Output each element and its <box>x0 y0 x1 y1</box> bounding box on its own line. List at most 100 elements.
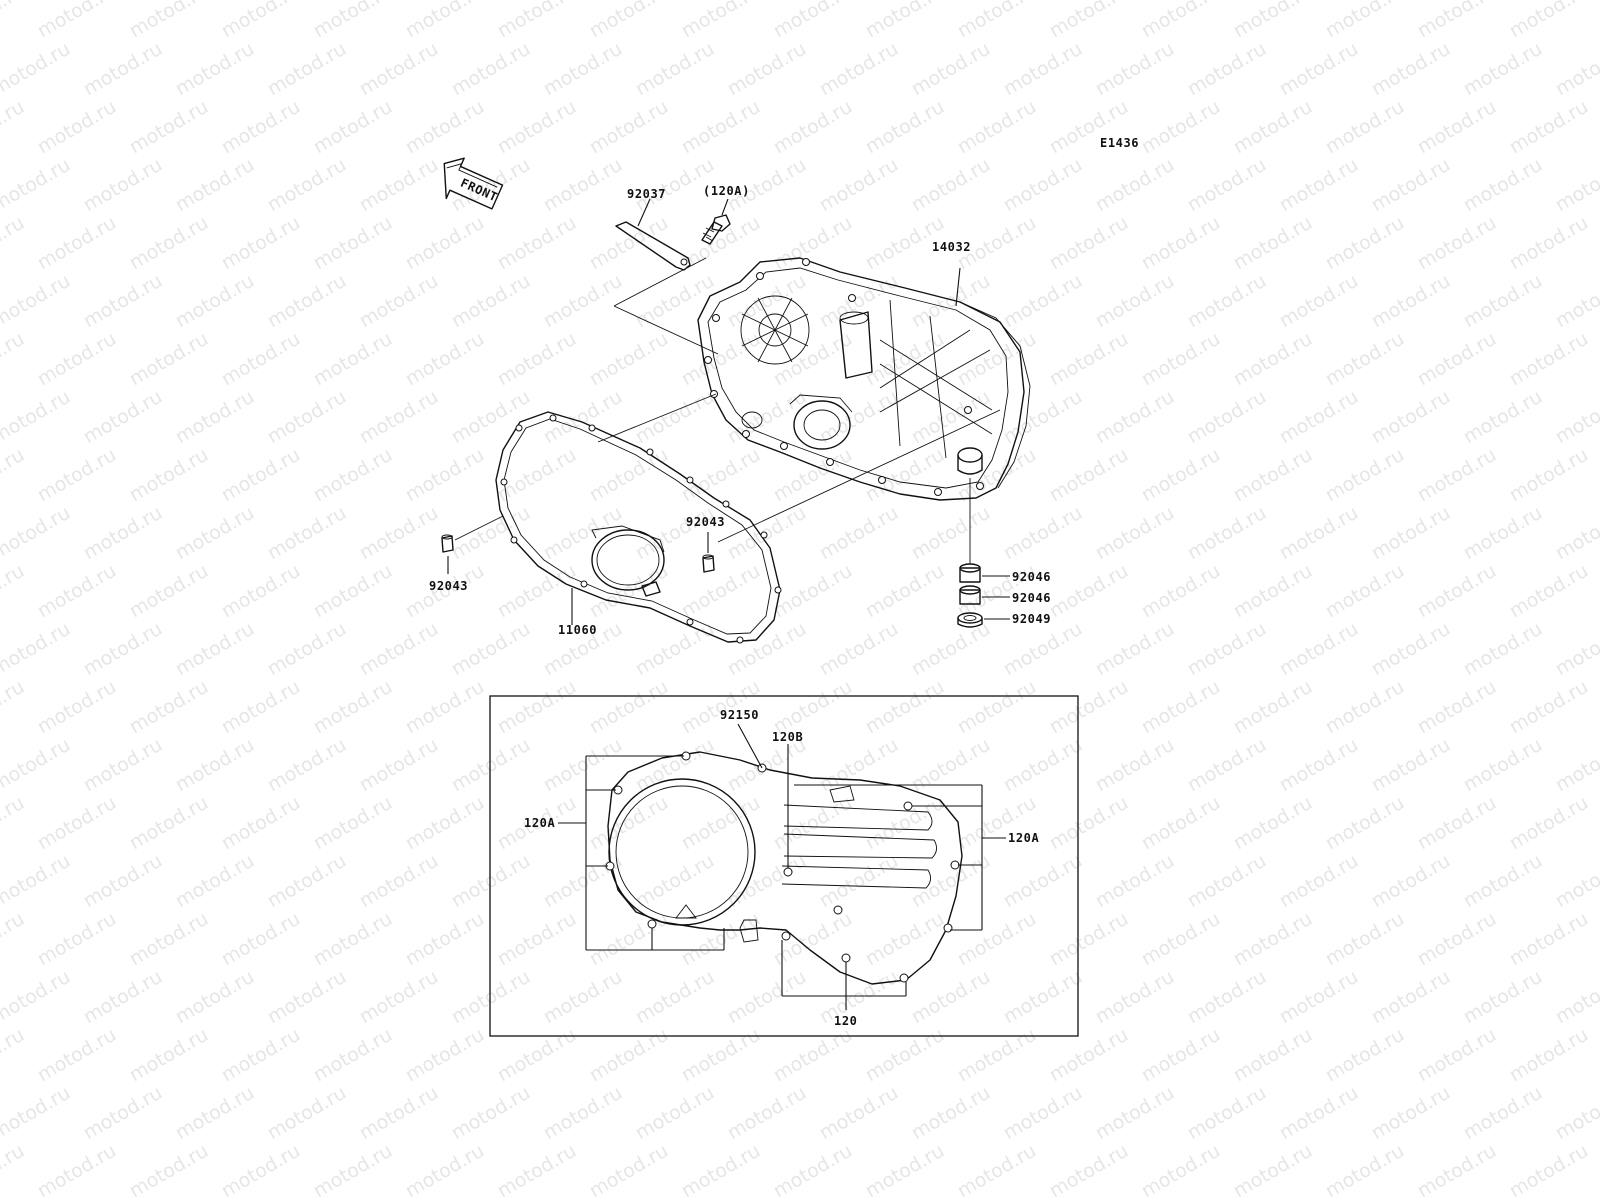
watermark-text: motod.ru <box>1000 38 1086 101</box>
dowel-pin-92043-mid <box>702 532 715 573</box>
watermark-text: motod.ru <box>1138 0 1224 42</box>
watermark-text: motod.ru <box>0 734 74 797</box>
watermark-text: motod.ru <box>264 38 350 101</box>
watermark-text: motod.ru <box>1138 676 1224 739</box>
watermark-text: motod.ru <box>724 386 810 449</box>
watermark-text: motod.ru <box>724 966 810 1029</box>
watermark-text: motod.ru <box>862 560 948 623</box>
watermark-text: motod.ru <box>1368 386 1454 449</box>
watermark-text: motod.ru <box>1460 618 1546 681</box>
leader-line <box>597 393 717 443</box>
watermark-text: motod.ru <box>356 734 442 797</box>
watermark-text: motod.ru <box>356 850 442 913</box>
watermark-text: motod.ru <box>1092 850 1178 913</box>
watermark-text: motod.ru <box>678 792 764 855</box>
watermark-text: motod.ru <box>494 908 580 971</box>
watermark-text: motod.ru <box>0 850 74 913</box>
watermark-text: motod.ru <box>1506 0 1592 42</box>
watermark-text: motod.ru <box>1460 734 1546 797</box>
watermark-text: motod.ru <box>1506 1024 1592 1087</box>
watermark-text: motod.ru <box>1322 0 1408 42</box>
watermark-text: motod.ru <box>1230 676 1316 739</box>
watermark-text: motod.ru <box>632 38 718 101</box>
watermark-text: motod.ru <box>586 676 672 739</box>
watermark-text: motod.ru <box>310 676 396 739</box>
watermark-text: motod.ru <box>310 96 396 159</box>
watermark-text: motod.ru <box>494 1024 580 1087</box>
watermark-text: motod.ru <box>1092 966 1178 1029</box>
watermark-text: motod.ru <box>0 1082 74 1145</box>
watermark-text: motod.ru <box>1046 908 1132 971</box>
watermark-text: motod.ru <box>678 96 764 159</box>
diagram-code: E1436 <box>1100 136 1139 150</box>
watermark-text: motod.ru <box>1184 618 1270 681</box>
watermark-text: motod.ru <box>1276 270 1362 333</box>
watermark-text: motod.ru <box>770 676 856 739</box>
watermark-text: motod.ru <box>1368 734 1454 797</box>
watermark-text: motod.ru <box>586 1024 672 1087</box>
watermark-text: motod.ru <box>0 676 28 739</box>
watermark-text: motod.ru <box>0 212 28 275</box>
watermark-text: motod.ru <box>954 444 1040 507</box>
label-120: 120 <box>834 1014 857 1028</box>
watermark-text: motod.ru <box>310 212 396 275</box>
watermark-text: motod.ru <box>34 444 120 507</box>
watermark-text: motod.ru <box>0 1024 28 1087</box>
watermark-text: motod.ru <box>586 212 672 275</box>
watermark-text: motod.ru <box>1000 502 1086 565</box>
watermark-text: motod.ru <box>1184 966 1270 1029</box>
watermark-text: motod.ru <box>908 734 994 797</box>
watermark-text: motod.ru <box>1046 1140 1132 1200</box>
watermark-text: motod.ru <box>1138 1024 1224 1087</box>
watermark-text: motod.ru <box>770 1140 856 1200</box>
watermark-text: motod.ru <box>1322 560 1408 623</box>
label-11060: 11060 <box>558 623 597 637</box>
watermark-text: motod.ru <box>34 1024 120 1087</box>
watermark-text: motod.ru <box>1092 734 1178 797</box>
watermark-text: motod.ru <box>1000 618 1086 681</box>
watermark-text: motod.ru <box>494 212 580 275</box>
watermark-text: motod.ru <box>862 676 948 739</box>
watermark-text: motod.ru <box>1552 966 1600 1029</box>
bolt-120A <box>701 198 731 245</box>
watermark-text: motod.ru <box>126 212 212 275</box>
watermark-text: motod.ru <box>1046 1024 1132 1087</box>
watermark-text: motod.ru <box>1506 792 1592 855</box>
watermark-text: motod.ru <box>448 734 534 797</box>
watermark-text: motod.ru <box>1276 618 1362 681</box>
watermark-text: motod.ru <box>1230 212 1316 275</box>
watermark-text: motod.ru <box>632 1082 718 1145</box>
watermark-text: motod.ru <box>1368 270 1454 333</box>
leader-line <box>717 409 1001 543</box>
watermark-text: motod.ru <box>80 154 166 217</box>
watermark-text: motod.ru <box>356 270 442 333</box>
watermark-text: motod.ru <box>1138 792 1224 855</box>
watermark-text: motod.ru <box>402 0 488 42</box>
watermark-text: motod.ru <box>0 966 74 1029</box>
watermark-text: motod.ru <box>1322 792 1408 855</box>
watermark-text: motod.ru <box>126 96 212 159</box>
watermark-text: motod.ru <box>264 502 350 565</box>
watermark-text: motod.ru <box>1276 38 1362 101</box>
watermark-text: motod.ru <box>1414 908 1500 971</box>
watermark-text: motod.ru <box>1276 502 1362 565</box>
watermark-text: motod.ru <box>356 502 442 565</box>
watermark-text: motod.ru <box>1552 38 1600 101</box>
watermark-text: motod.ru <box>0 270 74 333</box>
watermark-text: motod.ru <box>954 908 1040 971</box>
collar-92046-b <box>959 585 1010 605</box>
watermark-text: motod.ru <box>954 1140 1040 1200</box>
watermark-text: motod.ru <box>80 1082 166 1145</box>
watermark-text: motod.ru <box>172 734 258 797</box>
watermark-text: motod.ru <box>678 1140 764 1200</box>
watermark-text: motod.ru <box>218 0 304 42</box>
watermark-text: motod.ru <box>1368 154 1454 217</box>
watermark-text: motod.ru <box>908 502 994 565</box>
watermark-text: motod.ru <box>218 560 304 623</box>
watermark-text: motod.ru <box>494 676 580 739</box>
watermark-text: motod.ru <box>264 154 350 217</box>
watermark-text: motod.ru <box>34 0 120 42</box>
watermark-text: motod.ru <box>908 966 994 1029</box>
watermark-text: motod.ru <box>632 850 718 913</box>
